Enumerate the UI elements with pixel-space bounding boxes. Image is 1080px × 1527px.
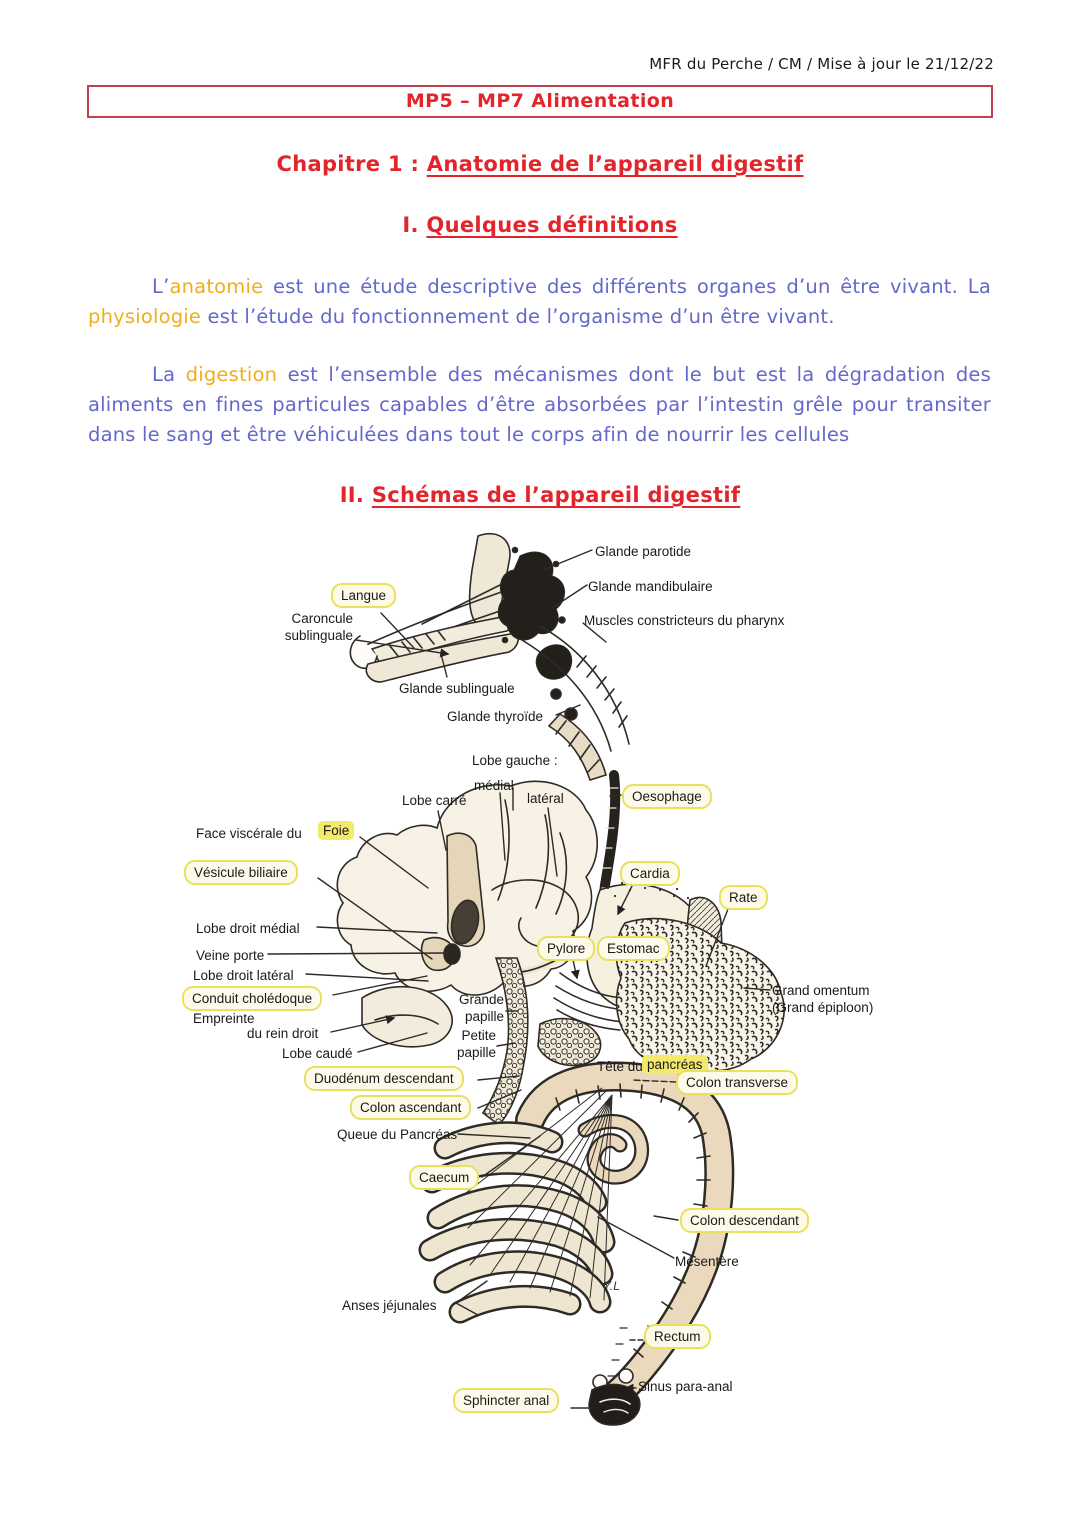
diagram-label-cardia: Cardia [620, 861, 680, 886]
chapter-heading: Chapitre 1 : Anatomie de l’appareil dige… [276, 152, 804, 176]
keyword-digestion: digestion [185, 363, 278, 386]
diagram-label-sphincter-anal: Sphincter anal [453, 1388, 560, 1413]
header-reference: MFR du Perche / CM / Mise à jour le 21/1… [649, 55, 994, 73]
diagram-label-medial: médial [474, 778, 514, 793]
keyword-anatomie: anatomie [169, 275, 264, 298]
diagram-label-lobe-carre: Lobe carré [402, 793, 467, 808]
diagram-label-colon-transverse: Colon transverse [676, 1070, 799, 1095]
course-banner: MP5 – MP7 Alimentation [87, 85, 993, 118]
diagram-label-lobe-droit-medial: Lobe droit médial [196, 921, 300, 936]
diagram-label-tete-du: Tête du [597, 1059, 643, 1074]
diagram-label-signature: Y.L [603, 1279, 620, 1293]
diagram-label-anses-jejunales: Anses jéjunales [342, 1298, 437, 1313]
diagram-label-lobe-droit-lateral: Lobe droit latéral [193, 968, 294, 983]
diagram-label-muscles-pharynx: Muscles constricteurs du pharynx [584, 613, 785, 628]
diagram-label-mesentere: Mésentère [675, 1254, 739, 1269]
section-1-title: Quelques définitions [426, 213, 678, 237]
diagram-label-sinus-para-anal: Sinus para-anal [638, 1379, 733, 1394]
diagram-label-glande-mandibulaire: Glande mandibulaire [588, 579, 713, 594]
diagram-label-colon-descendant: Colon descendant [680, 1208, 809, 1233]
diagram-label-du-rein-droit: du rein droit [247, 1026, 319, 1041]
diagram-label-duodenum-descendant: Duodénum descendant [304, 1066, 464, 1091]
diagram-label-petite-papille: Petite papille [456, 1028, 496, 1060]
diagram-label-grand-omentum: Grand omentum (Grand épiploon) [772, 983, 874, 1015]
diagram-label-conduit-choledoque: Conduit cholédoque [182, 986, 323, 1011]
diagram-label-caecum: Caecum [409, 1165, 480, 1190]
diagram-label-lobe-caude: Lobe caudé [282, 1046, 353, 1061]
diagram-label-veine-porte: Veine porte [196, 948, 265, 963]
diagram-label-glande-sublinguale: Glande sublinguale [399, 681, 515, 696]
diagram-label-glande-thyroide: Glande thyroïde [447, 709, 544, 724]
diagram-label-pancreas: pancréas [642, 1055, 708, 1074]
diagram-label-vesicule-biliaire: Vésicule biliaire [184, 860, 298, 885]
diagram-label-langue: Langue [331, 583, 397, 608]
diagram-label-oesophage: Oesophage [622, 784, 712, 809]
chapter-title: Anatomie de l’appareil digestif [426, 152, 804, 176]
paragraph-definitions-1: L’anatomie est une étude descriptive des… [88, 275, 991, 328]
diagram-label-estomac: Estomac [597, 936, 670, 961]
diagram-label-grande-papille: Grande papille [458, 992, 504, 1024]
diagram-label-rectum: Rectum [644, 1324, 711, 1349]
diagram-label-rate: Rate [719, 885, 768, 910]
diagram-label-pylore: Pylore [537, 936, 596, 961]
diagram-label-lateral: latéral [527, 791, 564, 806]
diagram-label-colon-ascendant: Colon ascendant [350, 1095, 472, 1120]
diagram-label-glande-parotide: Glande parotide [595, 544, 692, 559]
paragraph-definitions-2: La digestion est l’ensemble des mécanism… [88, 363, 991, 446]
diagram-label-lobe-gauche: Lobe gauche : [472, 753, 558, 768]
diagram-label-caroncule-sublinguale: Caroncule sublinguale [284, 611, 353, 643]
diagram-label-foie: Foie [318, 821, 355, 840]
section-1-heading: I. Quelques définitions [402, 213, 678, 237]
course-banner-title: MP5 – MP7 Alimentation [405, 90, 675, 112]
diagram-label-face-viscerale: Face viscérale du [196, 826, 302, 841]
section-2-title: Schémas de l’appareil digestif [371, 483, 741, 507]
diagram-label-empreinte: Empreinte [193, 1011, 255, 1026]
section-2-heading: II. Schémas de l’appareil digestif [339, 483, 741, 507]
diagram-label-queue-du-pancreas: Queue du Pancréas [337, 1127, 458, 1142]
keyword-physiologie: physiologie [88, 305, 202, 328]
